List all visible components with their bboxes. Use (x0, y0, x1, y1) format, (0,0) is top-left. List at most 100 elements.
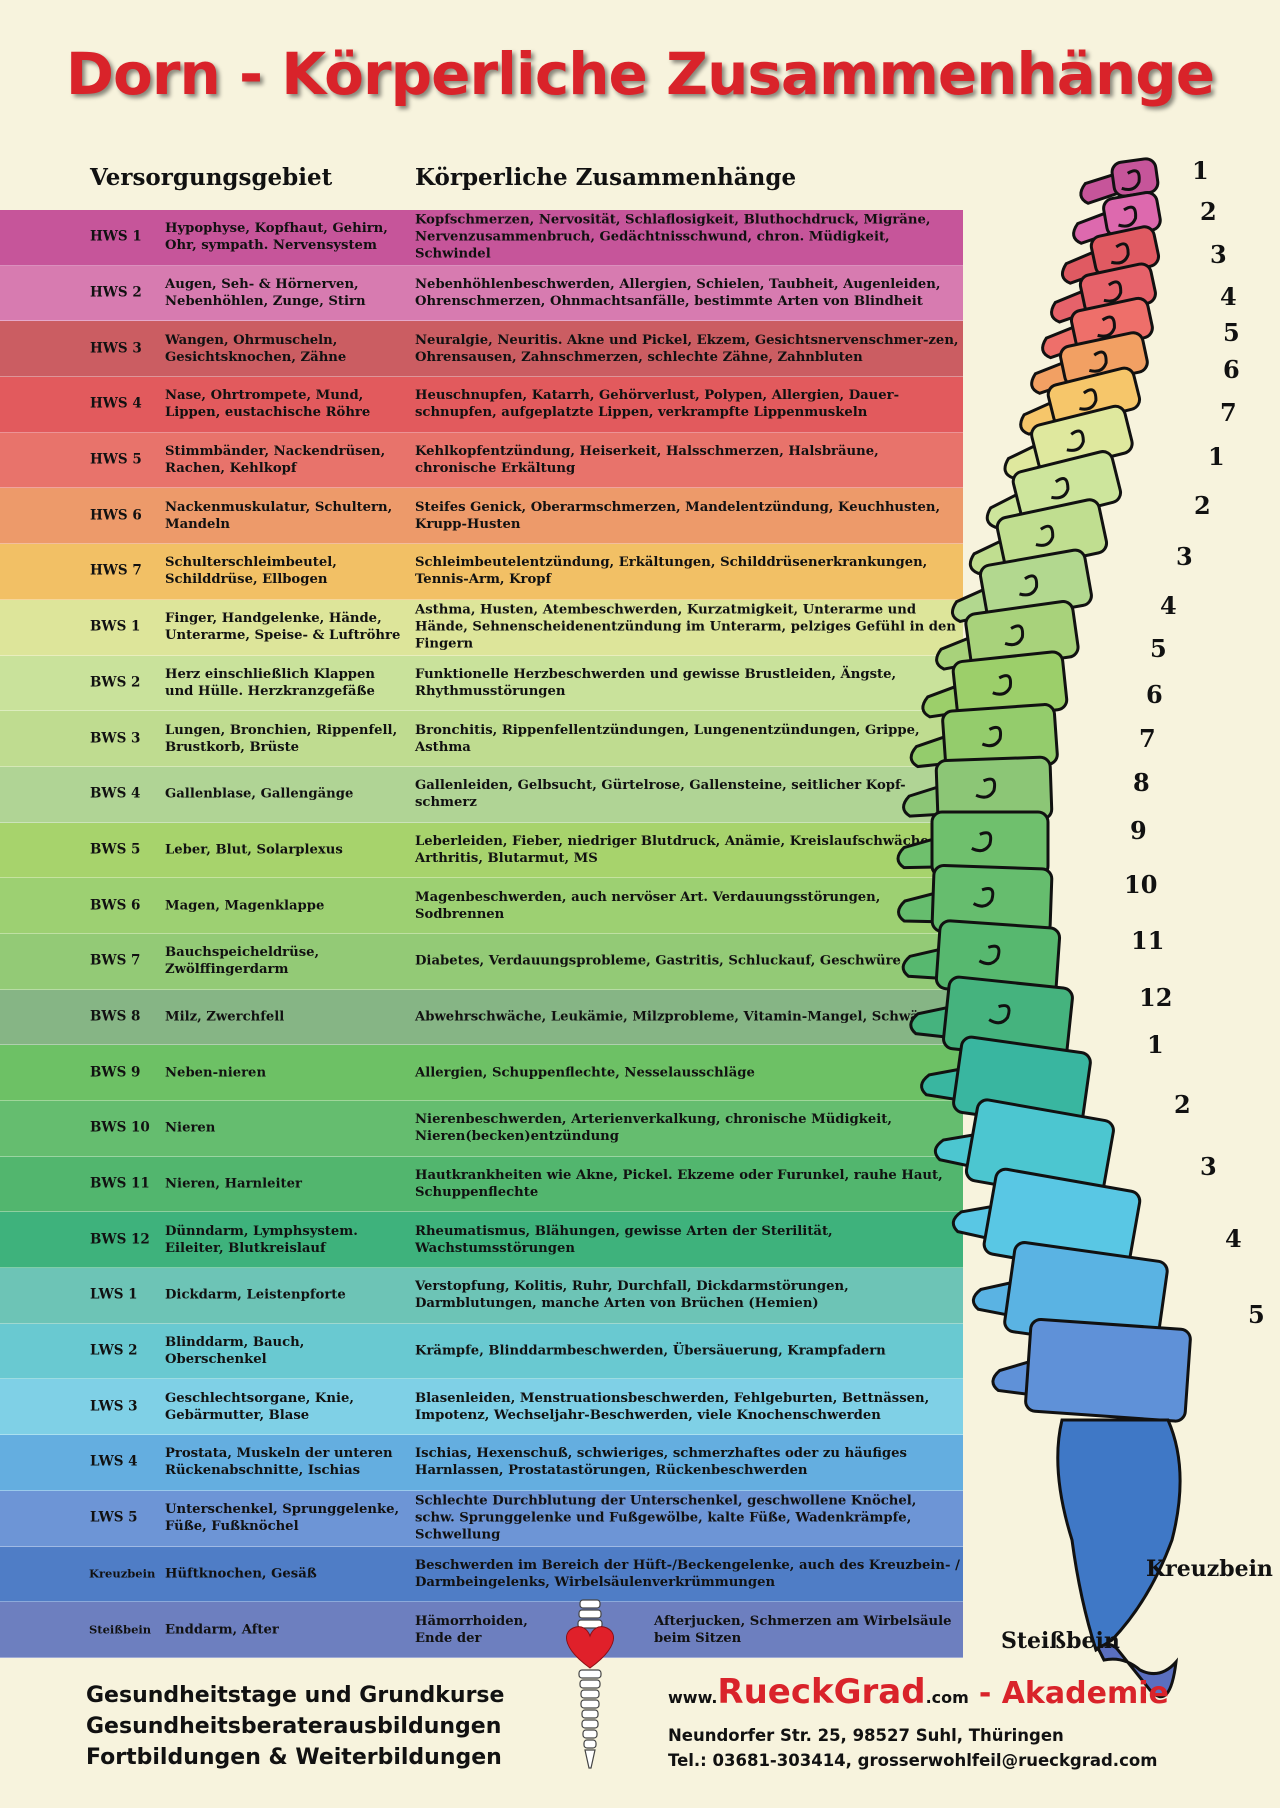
supply-area: Leber, Blut, Solarplexus (165, 842, 343, 858)
coccyx (1096, 1643, 1179, 1699)
supply-area: Dickdarm, Leistenpforte (165, 1287, 346, 1303)
physical-effects: Diabetes, Verdauungsprobleme, Gastritis,… (415, 953, 901, 969)
vertebra-code: BWS 9 (90, 1064, 141, 1081)
coccyx-label: Steißbein (1001, 1628, 1120, 1654)
vertebra-code: LWS 5 (90, 1509, 138, 1526)
table-row: LWS 1 Dickdarm, Leistenpforte Verstopfung,… (0, 1268, 963, 1324)
vertebra-number: 1 (1147, 1030, 1164, 1059)
course-line: Gesundheitstage und Grundkurse (86, 1683, 505, 1708)
address: Neundorfer Str. 25, 98527 Suhl, Thüringe… (668, 1726, 1064, 1745)
supply-area: Lungen, Bronchien, Rippenfell, Brustkorb… (165, 722, 398, 755)
vertebra-code: HWS 4 (90, 395, 142, 412)
brand-www: www. (668, 1688, 718, 1707)
supply-area: Hüftknochen, Gesäß (165, 1566, 317, 1582)
course-line: Fortbildungen & Weiterbildungen (86, 1745, 502, 1770)
supply-area: Herz einschließlich Klappen und Hülle. H… (165, 666, 376, 699)
vertebra-code: LWS 2 (90, 1342, 138, 1359)
vertebra-code: HWS 1 (90, 228, 142, 245)
supply-area: Nieren, Harnleiter (165, 1176, 302, 1192)
table-row: LWS 5 Unterschenkel, Sprunggelenke, Füße,… (0, 1490, 963, 1547)
vertebra-code: HWS 2 (90, 284, 142, 301)
table-row: BWS 5 Leber, Blut, Solarplexus Leberleiden… (0, 822, 963, 879)
vertebra-number: 9 (1130, 816, 1147, 845)
vertebra-code: BWS 7 (90, 952, 141, 969)
supply-area: Schulterschleimbeutel, Schilddrüse, Ellb… (165, 555, 337, 588)
vertebra-code: HWS 7 (90, 562, 142, 579)
table-row: HWS 4 Nase, Ohrtrompete, Mund, Lippen, eu… (0, 377, 963, 433)
column-header-area: Versorgungsgebiet (90, 164, 333, 191)
vertebra-number: 5 (1223, 318, 1240, 347)
vertebra (909, 703, 1059, 773)
physical-effects: Leberleiden, Fieber, niedriger Blutdruck… (415, 833, 934, 866)
supply-area: Unterschenkel, Sprunggelenke, Füße, Fußk… (165, 1502, 400, 1535)
table-row: LWS 2 Blinddarm, Bauch, Oberschenkel Krämp… (0, 1323, 963, 1380)
physical-effects: Verstopfung, Kolitis, Ruhr, Durchfall, D… (415, 1279, 849, 1312)
vertebra-code: BWS 2 (90, 674, 141, 691)
physical-effects: Allergien, Schuppenflechte, Nesselaussch… (415, 1065, 755, 1081)
vertebra-code: HWS 3 (90, 340, 142, 357)
vertebra-code: Steißbein (89, 1622, 152, 1637)
supply-area: Blinddarm, Bauch, Oberschenkel (165, 1335, 305, 1368)
supply-area: Nackenmuskulatur, Schultern, Mandeln (165, 499, 393, 532)
vertebra-number: 3 (1176, 542, 1193, 571)
supply-area: Nase, Ohrtrompete, Mund, Lippen, eustach… (165, 388, 371, 421)
supply-area: Wangen, Ohrmuscheln, Gesichtsknochen, Zä… (165, 332, 347, 365)
supply-area: Finger, Handgelenke, Hände, Unterarme, S… (165, 611, 401, 644)
supply-area: Hypophyse, Kopfhaut, Gehirn, Ohr, sympat… (165, 221, 388, 254)
heart-spine-logo (566, 1599, 614, 1769)
physical-effects: Hämorrhoiden, Ende der (415, 1613, 528, 1646)
vertebra-code: BWS 5 (90, 841, 141, 858)
vertebra-number: 6 (1223, 355, 1240, 384)
vertebra-number: 11 (1131, 926, 1165, 955)
physical-effects: Magenbeschwerden, auch nervöser Art. Ver… (415, 889, 881, 922)
vertebra-number: 5 (1248, 1300, 1265, 1329)
vertebra-number: 3 (1210, 240, 1227, 269)
vertebra (1072, 190, 1162, 245)
physical-effects: Funktionelle Herzbeschwerden und gewisse… (415, 666, 897, 699)
physical-effects: Asthma, Husten, Atembeschwerden, Kurzatm… (415, 602, 956, 652)
vertebra-code: BWS 4 (90, 785, 141, 802)
vertebra (991, 1317, 1192, 1423)
vertebra-number: 1 (1208, 442, 1225, 471)
physical-effects: Neuralgie, Neuritis. Akne und Pickel, Ek… (415, 332, 959, 365)
vertebra-code: HWS 5 (90, 451, 142, 468)
vertebra (902, 755, 1054, 824)
vertebra-code: HWS 6 (90, 507, 142, 524)
vertebra (921, 650, 1069, 721)
vertebra-code: BWS 11 (90, 1175, 150, 1192)
supply-area: Magen, Magenklappe (165, 898, 325, 914)
vertebra-number: 12 (1139, 983, 1173, 1012)
vertebra-number: 2 (1200, 197, 1217, 226)
supply-area: Dünndarm, Lymphsystem. Eileiter, Blutkre… (165, 1223, 358, 1256)
vertebra-number: 1 (1192, 156, 1209, 185)
supply-area: Gallenblase, Gallengänge (165, 786, 354, 802)
vertebra-number: 6 (1146, 680, 1163, 709)
table-row: BWS 2 Herz einschließlich Klappen und Hül… (0, 655, 963, 712)
physical-effects: Nierenbeschwerden, Arterienverkalkung, c… (415, 1112, 892, 1145)
vertebra-number: 7 (1220, 398, 1237, 427)
supply-area: Nieren (165, 1120, 216, 1136)
table-row: HWS 7 Schulterschleimbeutel, Schilddrüse,… (0, 544, 963, 600)
vertebra-number: 8 (1133, 768, 1150, 797)
vertebra-code: LWS 1 (90, 1286, 138, 1303)
brand-suffix: - Akademie (978, 1676, 1169, 1711)
table-row: Steißbein Enddarm, After Hämorrhoiden, End… (0, 1602, 963, 1658)
physical-effects: Abwehrschwäche, Leukämie, Milzprobleme, … (415, 1009, 945, 1025)
physical-effects: Krämpfe, Blinddarmbeschwerden, Übersäuer… (415, 1343, 886, 1359)
vertebra (1079, 157, 1160, 205)
supply-area: Enddarm, After (165, 1622, 279, 1638)
brand-name: RueckGrad (717, 1672, 926, 1712)
sacrum (1056, 1418, 1182, 1653)
course-line: Gesundheitsberaterausbildungen (86, 1714, 502, 1739)
